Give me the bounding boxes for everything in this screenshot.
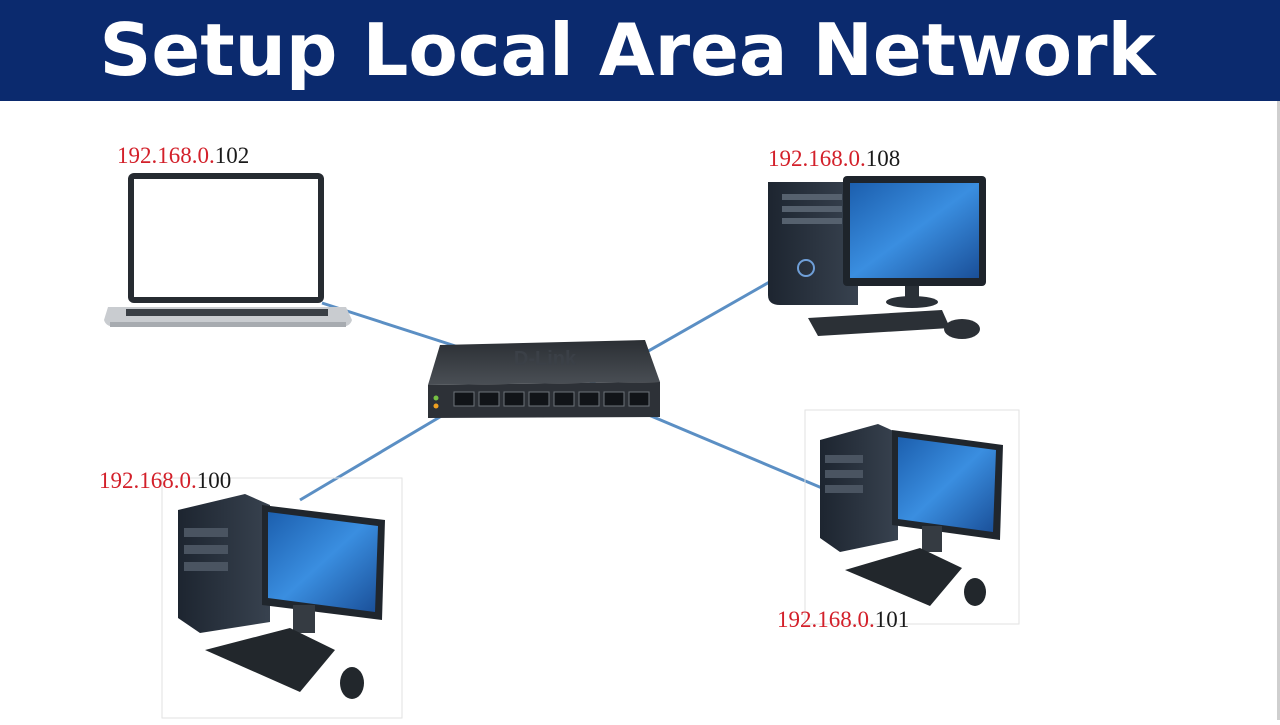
- cable-desktop-bottom-left: [299, 406, 456, 502]
- ip-network-part: 192.168.0.: [777, 607, 875, 632]
- page-title: Setup Local Area Network: [99, 8, 1156, 92]
- ip-host-part: 102: [214, 143, 250, 168]
- laptop-icon: [104, 173, 352, 327]
- desktop-bottom-right-icon: [804, 409, 1020, 625]
- switch-icon: D-Link: [428, 340, 660, 418]
- ip-network-part: 192.168.0.: [117, 143, 215, 168]
- ip-network-part: 192.168.0.: [99, 468, 197, 493]
- network-diagram: D-Link: [0, 101, 1280, 720]
- ip-label-laptop: 192.168.0.102: [117, 143, 249, 169]
- switch-logo-icon: D-Link: [514, 348, 577, 370]
- right-border: [1277, 101, 1280, 720]
- ip-host-part: 108: [865, 146, 901, 171]
- ip-host-part: 100: [196, 468, 232, 493]
- ip-network-part: 192.168.0.: [768, 146, 866, 171]
- cable-desktop-bottom-right: [624, 403, 823, 490]
- desktop-top-right-icon: [768, 176, 986, 339]
- ip-label-desktop-top-right: 192.168.0.108: [768, 146, 900, 172]
- title-banner: Setup Local Area Network: [0, 0, 1280, 101]
- network-svg: D-Link: [104, 173, 1020, 719]
- desktop-bottom-left-icon: [161, 477, 403, 719]
- ip-host-part: 101: [874, 607, 910, 632]
- ip-label-desktop-bottom-right: 192.168.0.101: [777, 607, 909, 633]
- ip-label-desktop-bottom-left: 192.168.0.100: [99, 468, 231, 494]
